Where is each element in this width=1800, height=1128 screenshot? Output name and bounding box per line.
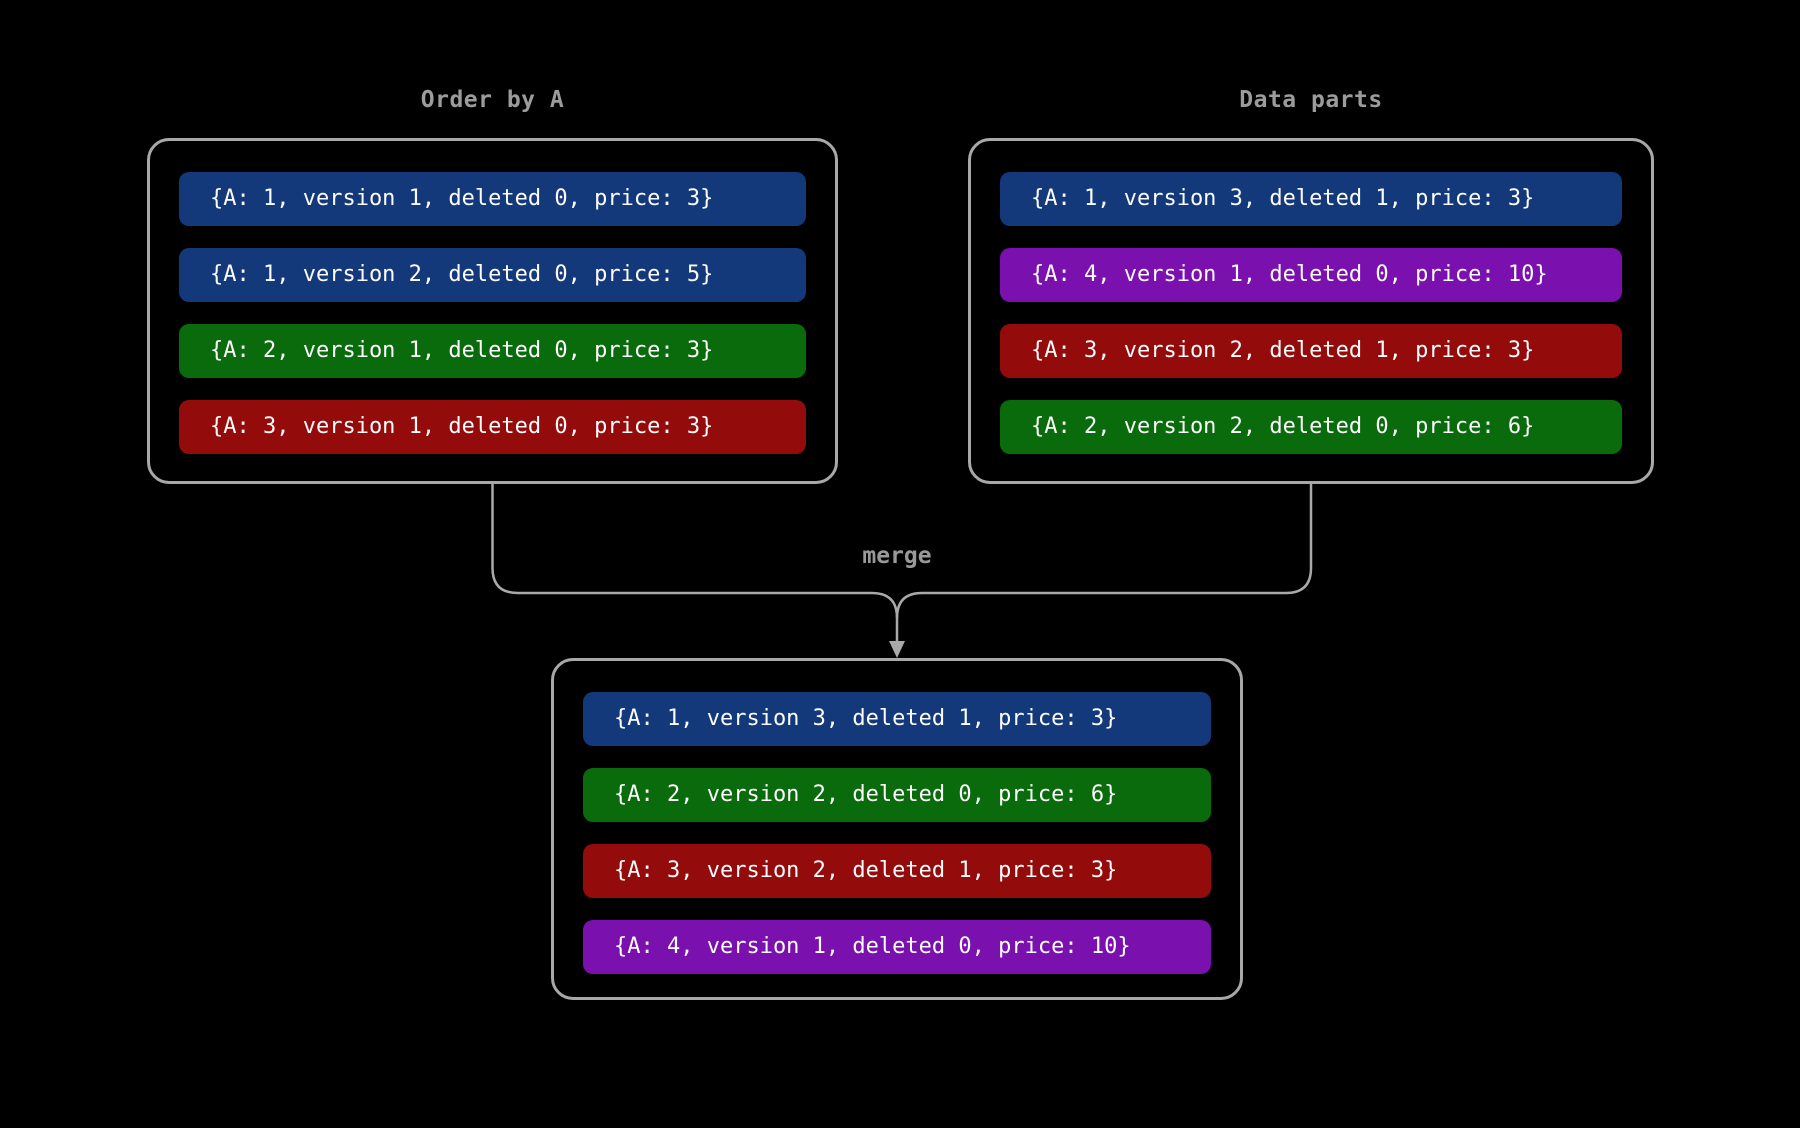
order-by-a-title: Order by A xyxy=(420,87,565,113)
record-row: {A: 1, version 3, deleted 1, price: 3} xyxy=(1000,172,1622,226)
arrowhead-icon xyxy=(889,641,905,658)
order-by-a-box: {A: 1, version 1, deleted 0, price: 3} {… xyxy=(147,138,838,484)
record-row: {A: 4, version 1, deleted 0, price: 10} xyxy=(583,920,1211,974)
record-row: {A: 3, version 2, deleted 1, price: 3} xyxy=(1000,324,1622,378)
record-row: {A: 1, version 1, deleted 0, price: 3} xyxy=(179,172,806,226)
record-row: {A: 2, version 2, deleted 0, price: 6} xyxy=(1000,400,1622,454)
merge-label: merge xyxy=(862,543,932,569)
data-parts-box: {A: 1, version 3, deleted 1, price: 3} {… xyxy=(968,138,1654,484)
data-parts-title: Data parts xyxy=(1239,87,1383,113)
record-row: {A: 3, version 2, deleted 1, price: 3} xyxy=(583,844,1211,898)
record-row: {A: 1, version 2, deleted 0, price: 5} xyxy=(179,248,806,302)
merged-result-box: {A: 1, version 3, deleted 1, price: 3} {… xyxy=(551,658,1243,1000)
record-row: {A: 1, version 3, deleted 1, price: 3} xyxy=(583,692,1211,746)
record-row: {A: 3, version 1, deleted 0, price: 3} xyxy=(179,400,806,454)
record-row: {A: 4, version 1, deleted 0, price: 10} xyxy=(1000,248,1622,302)
record-row: {A: 2, version 1, deleted 0, price: 3} xyxy=(179,324,806,378)
record-row: {A: 2, version 2, deleted 0, price: 6} xyxy=(583,768,1211,822)
